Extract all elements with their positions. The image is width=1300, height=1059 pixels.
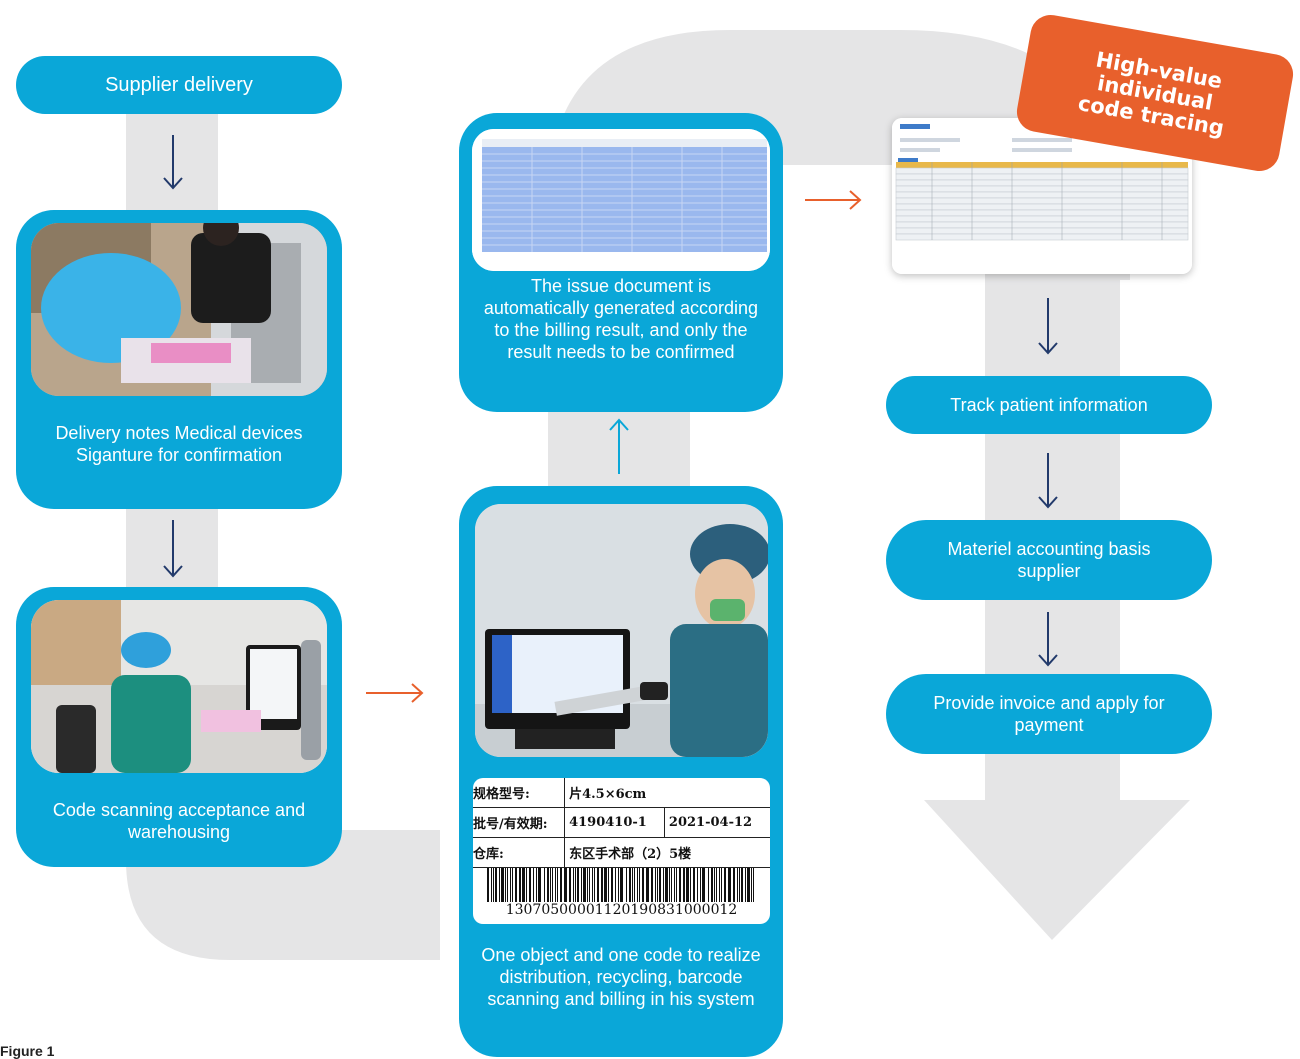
barcode-bars (487, 868, 754, 902)
supplier-delivery-label: Supplier delivery (105, 74, 253, 96)
spec-key: 规格型号: (473, 778, 566, 808)
batch-key: 批号/有效期: (473, 807, 566, 838)
issue-document-screenshot (472, 129, 770, 271)
provide-invoice-label: Provide invoice and apply for payment (933, 693, 1165, 735)
delivery-notes-card: Delivery notes Medical devices Siganture… (16, 210, 342, 509)
track-patient-label: Track patient information (950, 395, 1148, 415)
delivery-notes-caption: Delivery notes Medical devices Siganture… (55, 423, 303, 465)
code-scanning-caption: Code scanning acceptance and warehousing (52, 800, 306, 842)
arrow-right-2 (805, 190, 862, 210)
delivery-photo (31, 223, 327, 396)
arrow-down-4 (1038, 453, 1058, 509)
supplier-delivery-pill: Supplier delivery (16, 56, 342, 114)
arrow-up-1 (609, 418, 629, 474)
high-value-badge-text: High-value individual code tracing (1076, 46, 1226, 140)
one-object-caption: One object and one code to realize distr… (481, 945, 761, 1009)
arrow-down-1 (163, 135, 183, 190)
warehouse-photo (31, 600, 327, 773)
materiel-accounting-label: Materiel accounting basis supplier (947, 539, 1151, 581)
arrow-down-3 (1038, 298, 1058, 355)
batch-value: 4190410-1 (564, 807, 665, 838)
arrow-down-5 (1038, 612, 1058, 667)
figure-label: Figure 1 (0, 1043, 55, 1059)
code-scanning-card: Code scanning acceptance and warehousing (16, 587, 342, 867)
arrow-right-1 (366, 683, 424, 703)
issue-document-card: The issue document is automatically gene… (459, 113, 783, 412)
track-right-arrow (924, 270, 1190, 940)
materiel-accounting-pill: Materiel accounting basis supplier (886, 520, 1212, 600)
barcode-label: 规格型号: 片4.5×6cm 批号/有效期: 4190410-1 2021-04… (473, 778, 770, 924)
store-value: 东区手术部（2）5楼 (564, 837, 770, 868)
spec-value: 片4.5×6cm (564, 778, 770, 808)
expiry-value: 2021-04-12 (663, 807, 770, 838)
scanning-photo (475, 504, 768, 757)
one-object-card: 规格型号: 片4.5×6cm 批号/有效期: 4190410-1 2021-04… (459, 486, 783, 1057)
barcode-number: 1307050000112019083100001​2 (505, 902, 738, 918)
provide-invoice-pill: Provide invoice and apply for payment (886, 674, 1212, 754)
barcode-label-table: 规格型号: 片4.5×6cm 批号/有效期: 4190410-1 2021-04… (473, 778, 770, 868)
issue-document-caption: The issue document is automatically gene… (483, 276, 759, 362)
store-key: 仓库: (473, 837, 566, 868)
track-patient-pill: Track patient information (886, 376, 1212, 434)
arrow-down-2 (163, 520, 183, 578)
